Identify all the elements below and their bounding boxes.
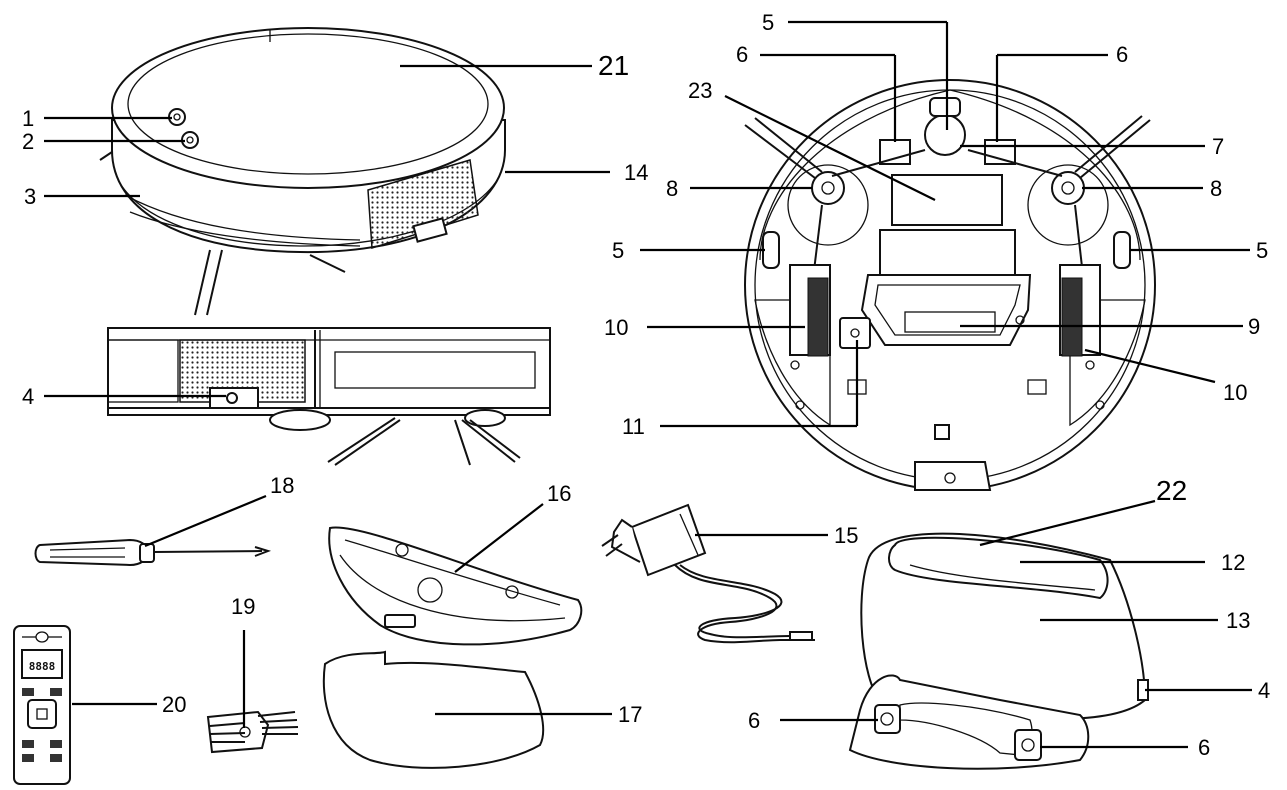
robot-bottom-view bbox=[744, 79, 1156, 491]
callout-6-top-right: 6 bbox=[1116, 42, 1128, 67]
callout-5-right: 5 bbox=[1256, 238, 1268, 263]
mop-bracket bbox=[328, 526, 583, 646]
leader-lines bbox=[44, 20, 1252, 749]
screwdriver bbox=[34, 538, 272, 567]
mop-pad bbox=[322, 650, 545, 769]
callout-17: 17 bbox=[618, 702, 642, 727]
callout-8-left: 8 bbox=[666, 176, 678, 201]
callout-23: 23 bbox=[688, 78, 712, 103]
callout-4-dock: 4 bbox=[1258, 678, 1270, 703]
callout-3: 3 bbox=[24, 184, 36, 209]
charging-dock bbox=[848, 532, 1149, 770]
callout-21: 21 bbox=[598, 50, 629, 81]
remote-control: 8888 bbox=[13, 625, 71, 785]
charging-port-icon bbox=[226, 392, 238, 404]
callout-7: 7 bbox=[1212, 134, 1224, 159]
callout-15: 15 bbox=[834, 523, 858, 548]
callout-19: 19 bbox=[231, 594, 255, 619]
power-adapter bbox=[601, 503, 815, 644]
callout-1: 1 bbox=[22, 106, 34, 131]
callout-18: 18 bbox=[270, 473, 294, 498]
callout-5-top: 5 bbox=[762, 10, 774, 35]
callout-8-right: 8 bbox=[1210, 176, 1222, 201]
callout-5-left: 5 bbox=[612, 238, 624, 263]
callout-6-top-left: 6 bbox=[736, 42, 748, 67]
callout-9: 9 bbox=[1248, 314, 1260, 339]
callout-6-dock-left: 6 bbox=[748, 708, 760, 733]
callout-13: 13 bbox=[1226, 608, 1250, 633]
callout-labels: 1 2 3 4 21 14 5 6 6 23 7 8 8 5 5 10 9 10… bbox=[22, 10, 1270, 760]
robot-top-view bbox=[99, 27, 506, 316]
callout-22: 22 bbox=[1156, 475, 1187, 506]
callout-16: 16 bbox=[547, 481, 571, 506]
callout-4: 4 bbox=[22, 384, 34, 409]
cleaning-brush-tool bbox=[206, 710, 299, 754]
callout-2: 2 bbox=[22, 129, 34, 154]
callout-12: 12 bbox=[1221, 550, 1245, 575]
callout-6-dock-right: 6 bbox=[1198, 735, 1210, 760]
callout-10-left: 10 bbox=[604, 315, 628, 340]
dustbin-grille bbox=[367, 159, 479, 249]
robot-side-view bbox=[107, 327, 551, 466]
callout-14: 14 bbox=[624, 160, 648, 185]
callout-11: 11 bbox=[622, 414, 645, 439]
callout-20: 20 bbox=[162, 692, 186, 717]
remote-display: 8888 bbox=[29, 660, 56, 673]
callout-10-right: 10 bbox=[1223, 380, 1247, 405]
